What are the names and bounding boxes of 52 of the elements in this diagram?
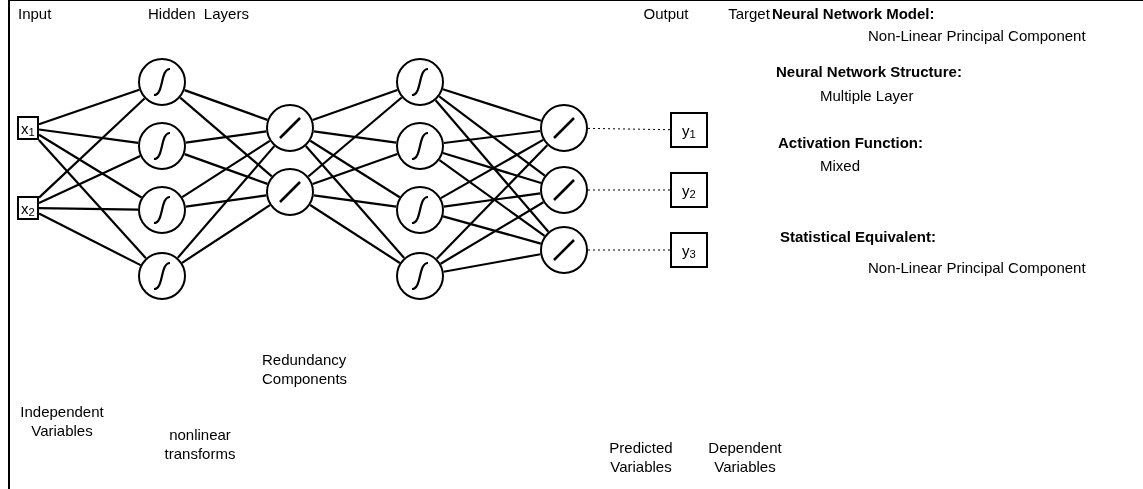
annotation-text: Dependent Variables xyxy=(707,438,783,476)
variable-box xyxy=(670,112,708,148)
variable-label: x$_{2}$ xyxy=(21,200,35,216)
variable-label: y$_{1}$ xyxy=(682,122,696,138)
connection-line xyxy=(181,140,271,198)
connection-line xyxy=(435,144,549,260)
connection-line xyxy=(443,253,541,273)
section-heading: Statistical Equivalent: xyxy=(780,227,937,246)
annotation-text: Predicted Variables xyxy=(608,438,674,476)
connection-line xyxy=(305,145,405,259)
section-heading: Neural Network Model: xyxy=(772,4,936,23)
annotation-text: Hidden Layers xyxy=(148,4,250,23)
connection-line xyxy=(38,133,143,199)
annotation-text: Mixed xyxy=(820,156,861,175)
connection-line xyxy=(181,204,271,264)
variable-box xyxy=(670,232,708,268)
annotation-text: Redundancy Components xyxy=(262,350,349,388)
connection-line xyxy=(38,97,146,199)
connection-line xyxy=(309,204,401,264)
connection-line xyxy=(38,88,140,126)
connection-line xyxy=(443,192,541,208)
annotation-text: Output xyxy=(642,4,690,23)
connection-line xyxy=(309,139,401,199)
annotation-text: Independent Variables xyxy=(19,402,105,440)
connection-line xyxy=(39,207,138,211)
section-heading: Neural Network Structure: xyxy=(776,62,963,81)
connection-line xyxy=(443,129,541,145)
connection-line xyxy=(38,139,147,259)
connection-line xyxy=(440,138,544,200)
annotation-text: Non-Linear Principal Component xyxy=(868,26,1087,45)
connection-line xyxy=(313,130,397,144)
annotation-text: Target xyxy=(727,4,771,23)
variable-box xyxy=(670,172,708,208)
connection-line xyxy=(434,99,550,233)
connection-line xyxy=(176,145,276,259)
connection-line xyxy=(438,95,546,177)
connection-line xyxy=(185,194,267,208)
connection-line xyxy=(440,201,544,265)
variable-label: y$_{2}$ xyxy=(682,182,696,198)
annotation-text: Input xyxy=(18,4,53,23)
connection-line xyxy=(185,130,267,144)
connection-line xyxy=(307,96,403,178)
section-heading: Activation Function: xyxy=(778,133,924,152)
annotation-text: Non-Linear Principal Component xyxy=(868,258,1087,277)
connection-line xyxy=(38,128,139,144)
annotation-text: nonlinear transforms xyxy=(163,425,237,463)
connection-line xyxy=(313,194,397,208)
variable-label: y$_{3}$ xyxy=(682,242,696,258)
variable-label: x$_{1}$ xyxy=(21,120,35,136)
connection-line xyxy=(438,159,546,237)
connection-line xyxy=(179,96,273,178)
annotation-text: Multiple Layer xyxy=(820,86,915,105)
